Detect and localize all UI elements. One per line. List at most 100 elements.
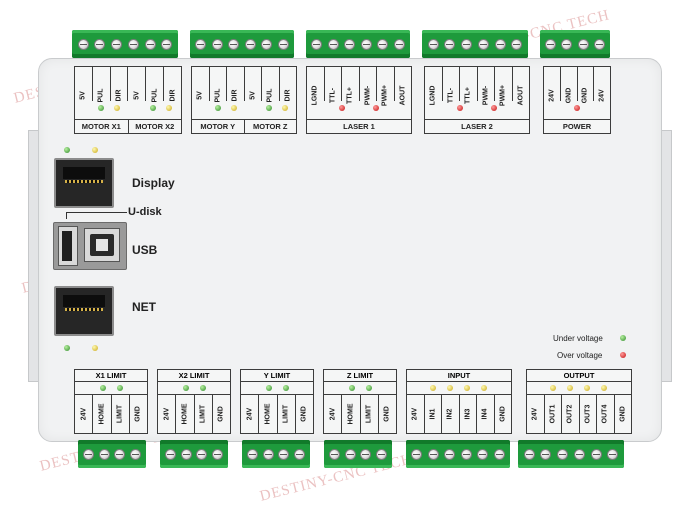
panel-title: Z LIMIT xyxy=(324,370,396,382)
usb-label: USB xyxy=(132,243,158,257)
pin-label: PUL xyxy=(97,88,105,103)
screw-icon xyxy=(211,38,223,50)
pin-label: PUL xyxy=(214,88,222,103)
panel-title: INPUT xyxy=(407,370,511,382)
pin-label: LGND xyxy=(429,85,437,106)
screw-icon xyxy=(98,448,110,460)
led-red xyxy=(339,105,345,111)
screw-icon xyxy=(494,38,506,50)
pin-label: TTL+ xyxy=(346,87,354,104)
screw-icon xyxy=(540,448,552,460)
screw-icon xyxy=(180,448,192,460)
panel-caption: MOTOR X2 xyxy=(135,122,175,131)
pin-label: GND xyxy=(565,87,573,104)
usb-b-port[interactable] xyxy=(84,228,120,262)
laser-2-panel: LGND TTL- TTL+ PWM- PWM+ AOUT LASER 2 xyxy=(424,66,530,134)
screw-icon xyxy=(144,38,156,50)
x1-limit-panel: X1 LIMIT 24V HOME LIMIT GND xyxy=(74,369,148,434)
led-green xyxy=(283,385,289,391)
screw-icon xyxy=(360,38,372,50)
led-yellow xyxy=(114,105,120,111)
screw-icon xyxy=(261,38,273,50)
pin-label: HOME xyxy=(181,403,189,425)
led-yellow xyxy=(430,385,436,391)
screw-icon xyxy=(377,38,389,50)
pin-label: 5V xyxy=(196,91,204,100)
screw-icon xyxy=(360,448,372,460)
led-yellow xyxy=(92,345,98,351)
z-limit-panel: Z LIMIT 24V HOME LIMIT GND xyxy=(323,369,397,434)
connector-line xyxy=(66,212,127,219)
panel-caption: LASER 1 xyxy=(343,122,375,131)
screw-icon xyxy=(427,38,439,50)
screw-icon xyxy=(195,38,207,50)
laser-1-panel: LGND TTL- TTL+ PWM- PWM+ AOUT LASER 1 xyxy=(306,66,412,134)
screw-icon xyxy=(127,38,139,50)
pin-label: GND xyxy=(134,406,142,422)
screw-icon xyxy=(77,38,89,50)
terminal-block-x2-limit xyxy=(160,440,228,468)
display-port[interactable] xyxy=(54,158,114,208)
screw-icon xyxy=(262,448,274,460)
display-label: Display xyxy=(132,176,175,190)
led-green xyxy=(150,105,156,111)
pin-label: LIMIT xyxy=(282,404,290,424)
screw-icon xyxy=(344,38,356,50)
pin-label: DIR xyxy=(231,89,239,102)
net-label: NET xyxy=(132,300,156,314)
over-voltage-label: Over voltage xyxy=(557,351,603,360)
pin-label: OUT4 xyxy=(601,404,609,424)
terminal-block-laser-1 xyxy=(306,30,410,58)
pin-label: HOME xyxy=(347,403,355,425)
usb-a-port[interactable] xyxy=(58,226,78,266)
terminal-block-output xyxy=(518,440,624,468)
panel-title: X2 LIMIT xyxy=(158,370,230,382)
pin-label: IN1 xyxy=(429,408,437,420)
screw-icon xyxy=(393,38,405,50)
pin-label: GND xyxy=(383,406,391,422)
screw-icon xyxy=(82,448,94,460)
screw-icon xyxy=(607,448,619,460)
screw-icon xyxy=(278,448,290,460)
panel-title: Y LIMIT xyxy=(241,370,313,382)
screw-icon xyxy=(477,448,489,460)
screw-icon xyxy=(573,448,585,460)
under-voltage-label: Under voltage xyxy=(553,334,603,343)
pin-label: AOUT xyxy=(399,85,407,106)
led-green xyxy=(117,385,123,391)
pin-label: TTL+ xyxy=(464,87,472,104)
led-green xyxy=(200,385,206,391)
terminal-block-laser-2 xyxy=(422,30,528,58)
net-port[interactable] xyxy=(54,286,114,336)
pin-label: AOUT xyxy=(517,85,525,106)
screw-icon xyxy=(212,448,224,460)
panel-caption: POWER xyxy=(562,122,592,131)
screw-icon xyxy=(545,38,557,50)
pin-label: 24V xyxy=(548,89,556,102)
led-yellow xyxy=(166,105,172,111)
screw-icon xyxy=(328,448,340,460)
led-yellow xyxy=(464,385,470,391)
pin-label: 24V xyxy=(80,407,88,421)
y-limit-panel: Y LIMIT 24V HOME LIMIT GND xyxy=(240,369,314,434)
panel-caption: MOTOR Y xyxy=(192,120,245,133)
led-yellow xyxy=(567,385,573,391)
led-red xyxy=(574,105,580,111)
pin-label: DIR xyxy=(115,89,123,102)
led-red xyxy=(373,105,379,111)
led-yellow xyxy=(550,385,556,391)
led-yellow xyxy=(92,147,98,153)
pin-label: PUL xyxy=(151,88,159,103)
x2-limit-panel: X2 LIMIT 24V HOME LIMIT GND xyxy=(157,369,231,434)
pin-label: OUT2 xyxy=(566,404,574,424)
led-yellow xyxy=(481,385,487,391)
panel-title: X1 LIMIT xyxy=(75,370,147,382)
led-green xyxy=(349,385,355,391)
led-red xyxy=(491,105,497,111)
screw-icon xyxy=(161,38,173,50)
led-green xyxy=(215,105,221,111)
screw-icon xyxy=(511,38,523,50)
pin-label: 5V xyxy=(133,91,141,100)
pin-label: LGND xyxy=(311,85,319,106)
pin-label: 24V xyxy=(411,407,419,421)
